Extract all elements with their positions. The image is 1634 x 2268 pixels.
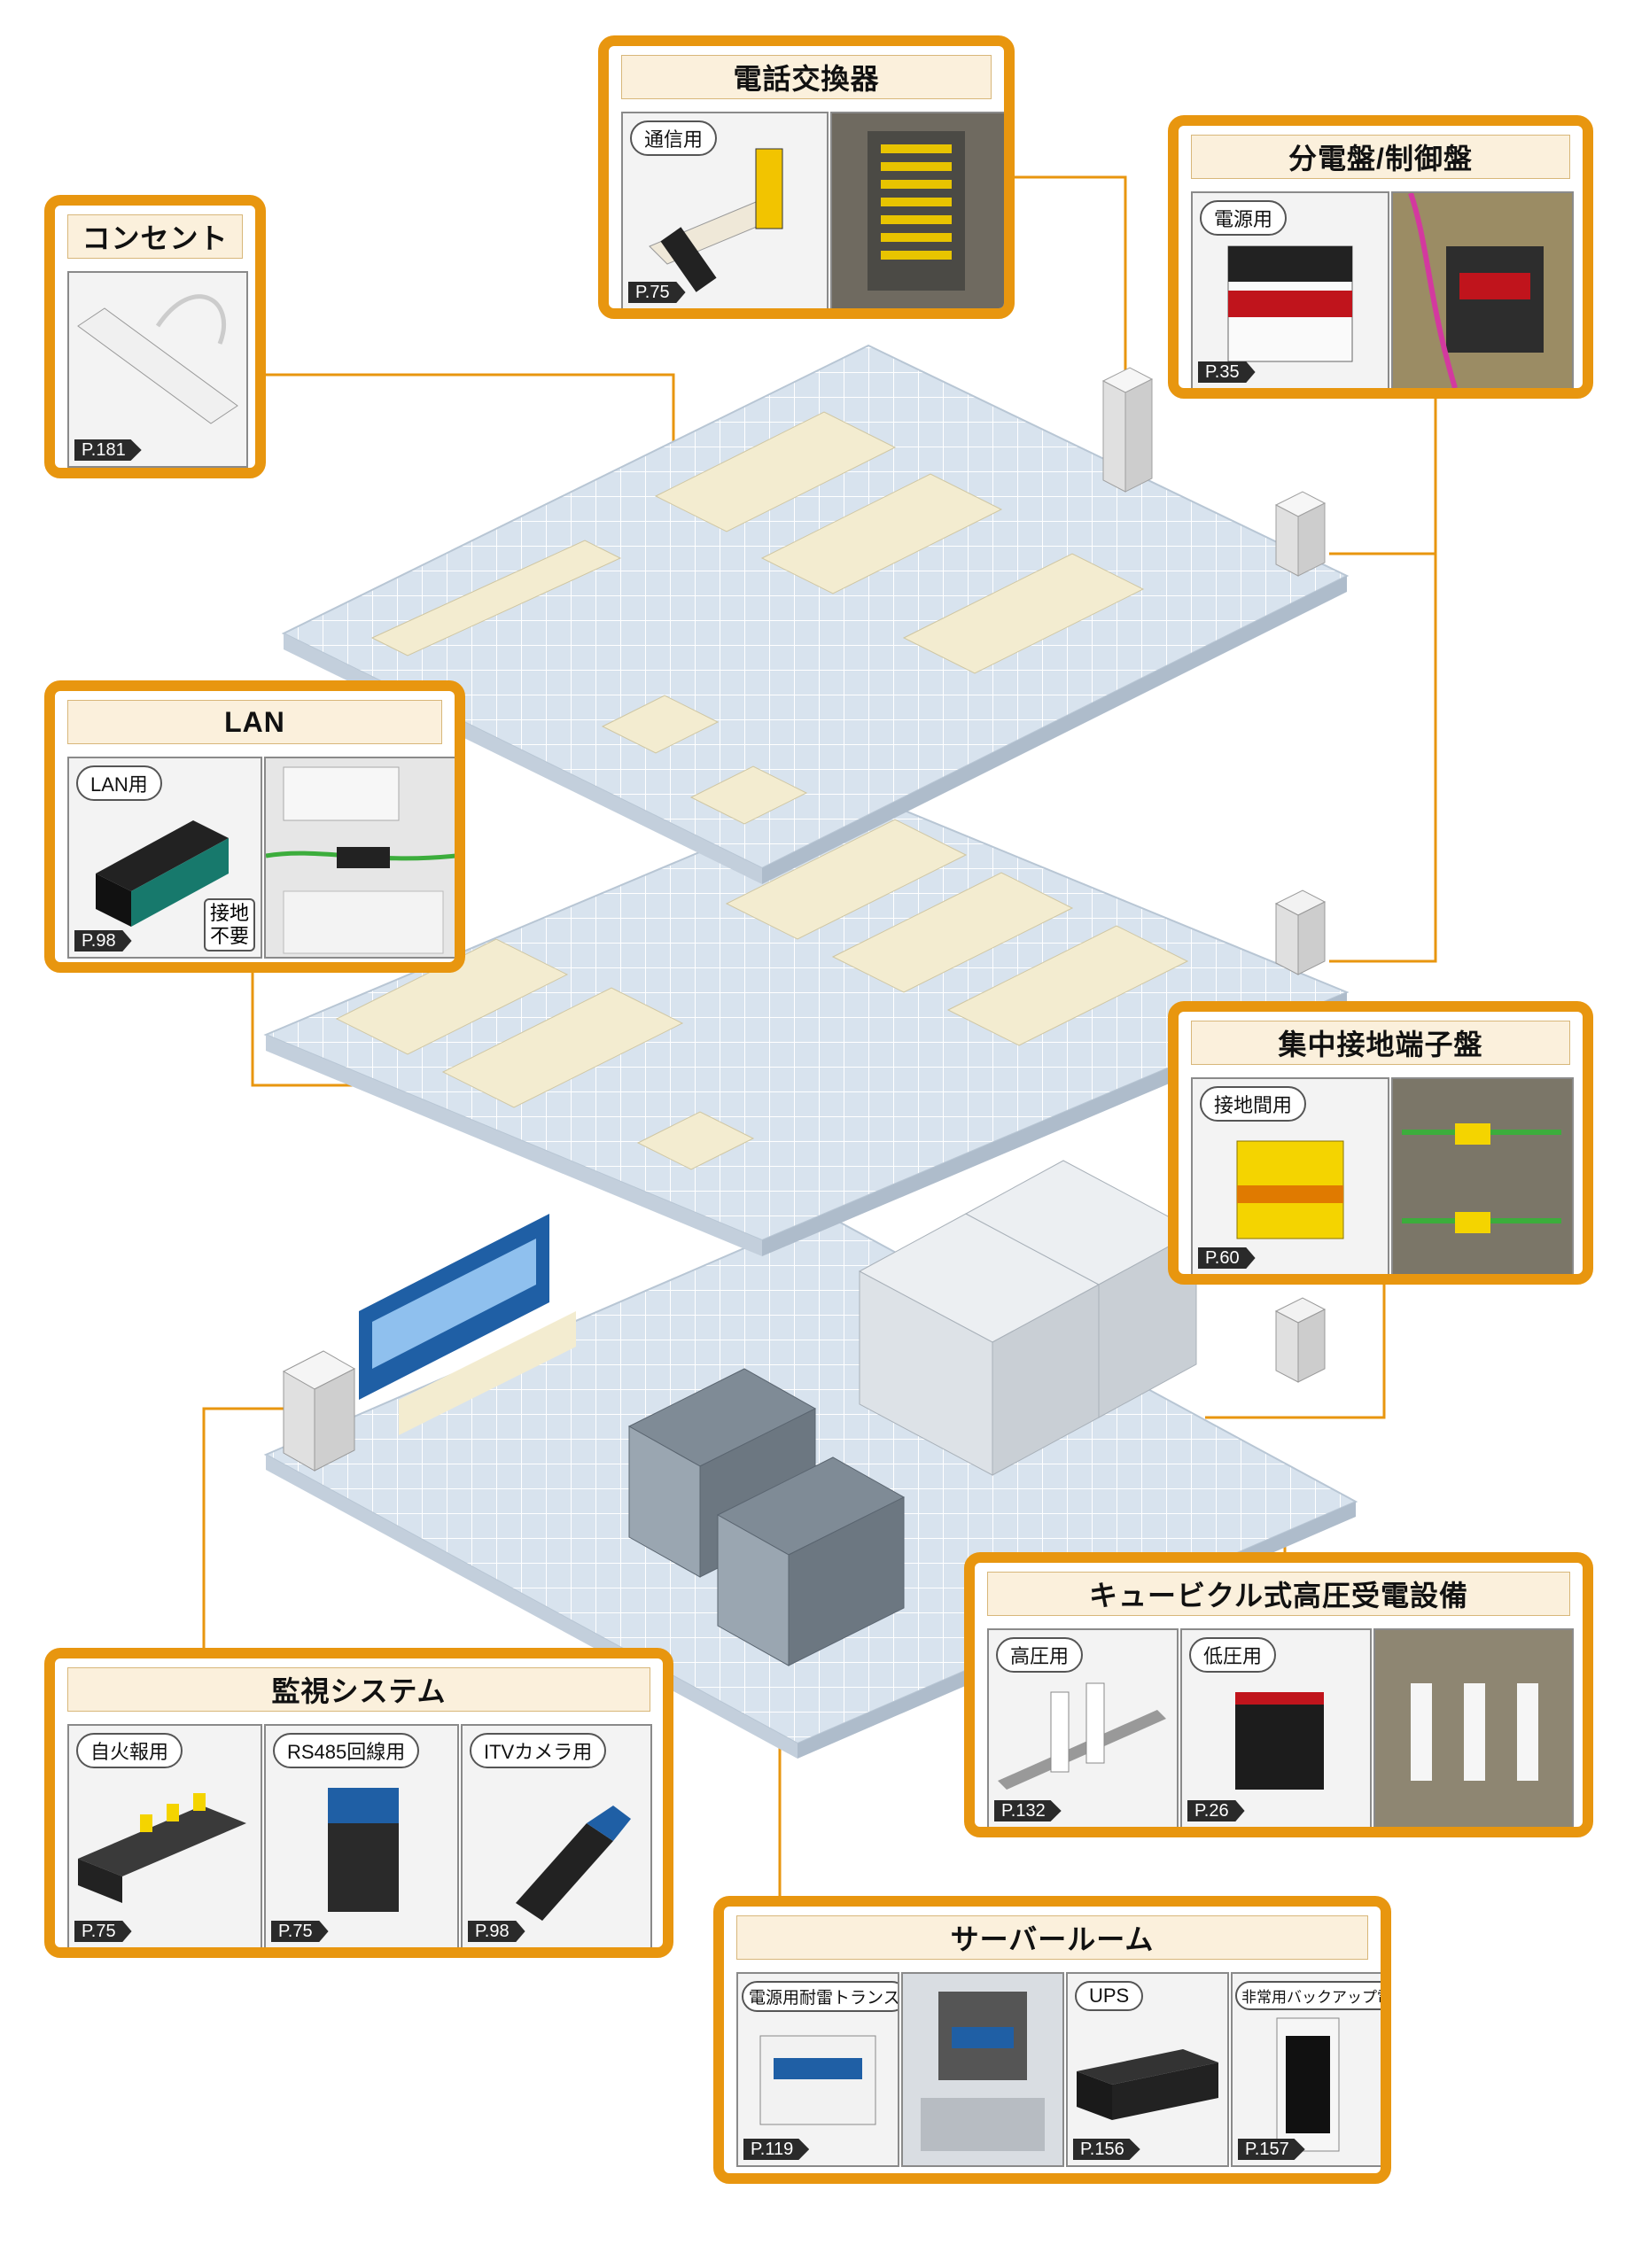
panel-phone-exchange: 電話交換器 通信用 P.75 (598, 35, 1015, 319)
product-photo-cell: UPS P.156 (1066, 1972, 1229, 2167)
floor-2 (263, 787, 1350, 1256)
itv-camera-arrester-icon (516, 1806, 631, 1921)
panel-title: 集中接地端子盤 (1191, 1021, 1570, 1065)
panel-title: 監視システム (67, 1667, 650, 1712)
power-strip-icon (77, 294, 238, 424)
product-photo-cell: 高圧用 P.132 (987, 1628, 1179, 1827)
usage-tag: 接地間用 (1200, 1086, 1307, 1122)
usage-tag: 低圧用 (1189, 1637, 1277, 1673)
lan-installation-icon (266, 758, 455, 957)
lan-arrester-icon (96, 820, 229, 927)
installation-photo-cell (1373, 1628, 1574, 1827)
page-reference: P.156 (1073, 2139, 1140, 2160)
page-reference: P.157 (1238, 2139, 1305, 2160)
panel-monitoring-system: 監視システム 自火報用 P.75 RS485回線用 P.75 ITVカメラ用 (44, 1648, 673, 1958)
product-photo-cell: ITVカメラ用 P.98 (461, 1724, 652, 1947)
panel-server-room: サーバールーム 電源用耐雷トランス P.119 UPS (713, 1896, 1391, 2184)
low-voltage-arrester-icon (1235, 1692, 1324, 1790)
page-reference: P.132 (994, 1800, 1062, 1821)
product-photo-cell: 電源用耐雷トランス P.119 (736, 1972, 899, 2167)
arrester-icon (649, 148, 783, 292)
product-photo-cell: 低圧用 P.26 (1180, 1628, 1372, 1827)
usage-tag: 通信用 (630, 120, 718, 156)
panel-installation-icon (1393, 193, 1572, 388)
page-reference: P.119 (743, 2139, 810, 2160)
no-grounding-note: 接地不要 (204, 898, 255, 951)
panel-lan: LAN LAN用 P.98 接地不要 (44, 680, 465, 973)
product-photo-cell: 接地間用 P.60 (1191, 1077, 1389, 1274)
panel-distribution-board: 分電盤/制御盤 電源用 P.35 (1168, 115, 1593, 399)
page-reference: P.181 (74, 439, 142, 461)
ups-icon (1077, 2049, 1218, 2120)
usage-tag: 電源用耐雷トランス (742, 1981, 898, 2012)
high-voltage-arrester-icon (998, 1682, 1166, 1790)
terminal-installation-icon (1393, 1079, 1572, 1274)
installation-photo-cell (901, 1972, 1064, 2167)
product-photo-cell: 通信用 P.75 (621, 112, 829, 308)
usage-tag: 非常用バックアップ電源 (1235, 1981, 1381, 2010)
product-photo-cell: P.181 (67, 271, 248, 468)
usage-tag: ITVカメラ用 (470, 1733, 607, 1768)
page-reference: P.75 (74, 1921, 132, 1942)
usage-tag: LAN用 (76, 765, 162, 801)
page-reference: P.60 (1198, 1247, 1256, 1269)
rs485-arrester-icon (328, 1788, 399, 1912)
usage-tag: UPS (1075, 1981, 1144, 2011)
usage-tag: 電源用 (1200, 200, 1288, 236)
panel-cubicle: キュービクル式高圧受電設備 高圧用 P.132 低圧用 P.26 (964, 1552, 1593, 1837)
product-photo-cell: RS485回線用 P.75 (264, 1724, 459, 1947)
cubicle-installation-icon (1375, 1630, 1572, 1827)
product-photo-cell: 電源用 P.35 (1191, 191, 1389, 388)
server-rack-installation-icon (903, 1974, 1062, 2165)
panel-title: サーバールーム (736, 1915, 1368, 1960)
page-reference: P.35 (1198, 361, 1256, 383)
product-photo-cell: 非常用バックアップ電源 P.157 (1231, 1972, 1381, 2167)
installation-photo-cell (1391, 1077, 1574, 1274)
usage-tag: RS485回線用 (273, 1733, 420, 1768)
usage-tag: 自火報用 (76, 1733, 183, 1768)
installation-photo-cell (1391, 191, 1574, 388)
panel-title: 電話交換器 (621, 55, 992, 99)
panel-title: 分電盤/制御盤 (1191, 135, 1570, 179)
page-reference: P.26 (1187, 1800, 1245, 1821)
page-reference: P.75 (628, 282, 686, 303)
fire-alarm-arrester-icon (78, 1793, 246, 1903)
installation-photo-cell (264, 757, 455, 959)
panel-title: コンセント (67, 214, 243, 259)
backup-power-icon (1276, 2017, 1340, 2152)
terminal-board-icon (868, 131, 965, 291)
product-photo-cell: LAN用 P.98 接地不要 (67, 757, 262, 959)
panel-grounding-terminal: 集中接地端子盤 接地間用 P.60 (1168, 1001, 1593, 1285)
panel-outlet: コンセント P.181 (44, 195, 266, 478)
product-photo-cell: 自火報用 P.75 (67, 1724, 262, 1947)
page-reference: P.75 (271, 1921, 329, 1942)
transformer-icon (759, 2035, 876, 2125)
installation-photo-cell (830, 112, 1004, 308)
panel-title: LAN (67, 700, 442, 744)
page-reference: P.98 (468, 1921, 525, 1942)
surge-protector-icon (1227, 245, 1353, 362)
page-reference: P.98 (74, 930, 132, 951)
grounding-arrester-icon (1236, 1140, 1344, 1239)
panel-title: キュービクル式高圧受電設備 (987, 1572, 1570, 1616)
usage-tag: 高圧用 (996, 1637, 1084, 1673)
